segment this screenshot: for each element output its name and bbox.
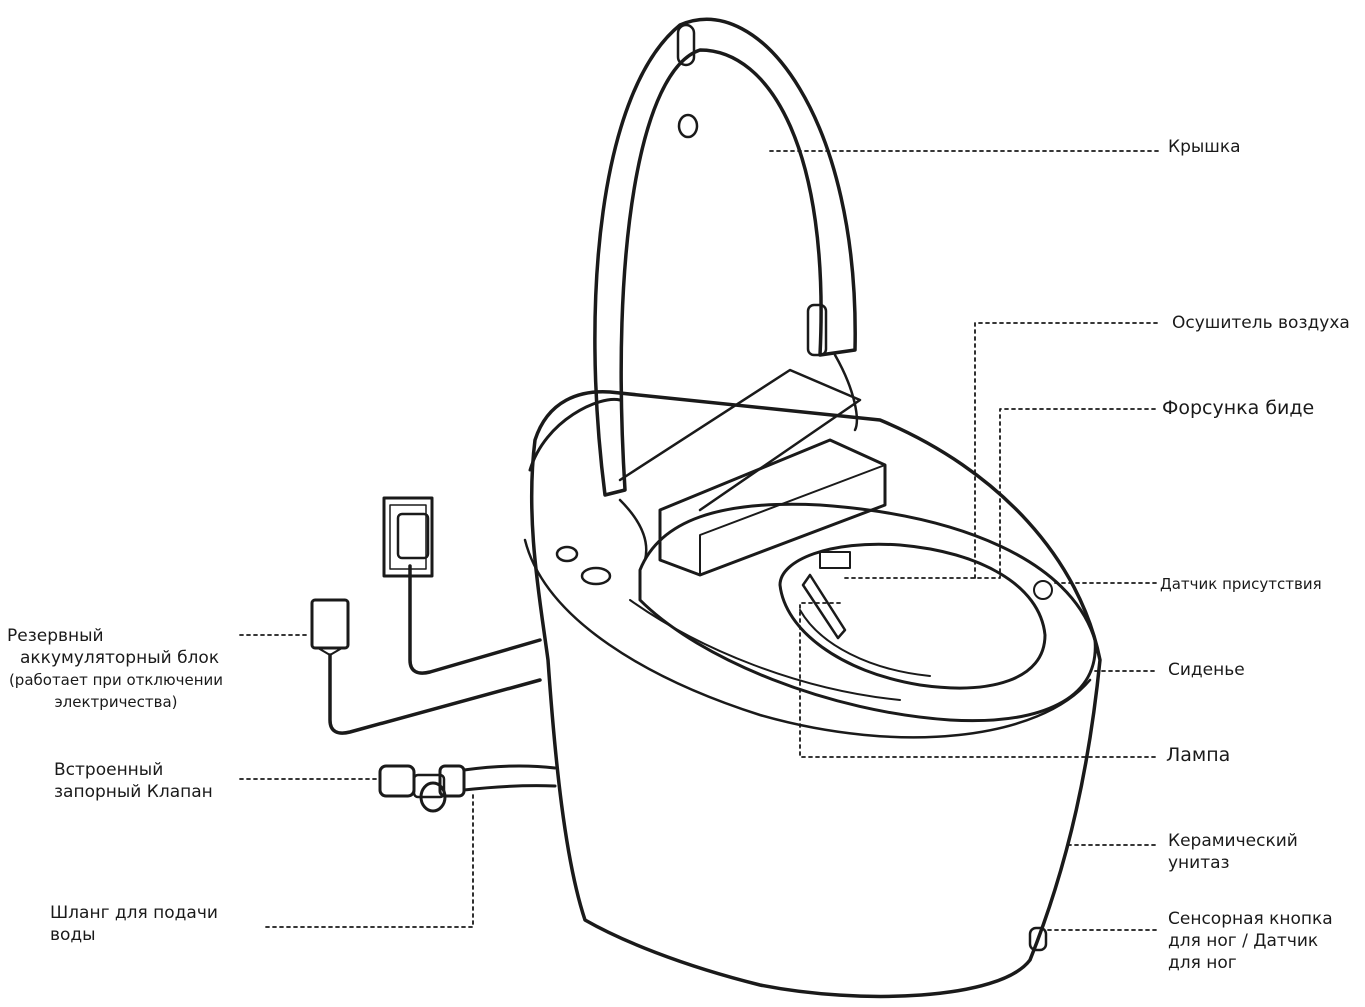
label-bidet-nozzle: Форсунка биде <box>1162 397 1315 419</box>
wall-socket <box>382 496 542 675</box>
seat-ring <box>638 502 1097 723</box>
label-hose-line: Шланг для подачи <box>50 903 218 923</box>
label-seat: Сиденье <box>1168 660 1245 680</box>
leader-bidet-nozzle <box>844 408 1159 579</box>
label-presence-sensor: Датчик присутствия <box>1160 575 1322 593</box>
label-battery-line: (работает при отключении <box>8 671 224 689</box>
shutoff-valve <box>378 764 557 813</box>
label-ceramic-line: унитаз <box>1168 853 1230 873</box>
label-valve-line: запорный Клапан <box>54 782 213 802</box>
leader-hose <box>261 794 474 928</box>
label-shutoff-valve: Встроенный запорный Клапан <box>54 759 213 803</box>
bidet-nozzle-shape <box>801 551 851 640</box>
label-battery-pack: Резервный аккумуляторный блок (работает … <box>0 625 232 713</box>
label-ceramic-toilet: Керамический унитаз <box>1168 830 1298 874</box>
label-lid: Крышка <box>1168 137 1241 157</box>
battery-pack <box>310 598 542 735</box>
label-valve-line: Встроенный <box>54 760 164 780</box>
label-air-dryer: Осушитель воздуха <box>1172 313 1350 333</box>
presence-sensor-icon <box>1033 580 1053 600</box>
label-battery-line: Резервный <box>7 626 104 646</box>
control-housing <box>528 368 887 586</box>
label-foot-line: для ног / Датчик <box>1168 931 1319 951</box>
label-battery-line: электричества) <box>54 693 178 711</box>
label-water-hose: Шланг для подачи воды <box>50 902 218 946</box>
leader-air-dryer <box>974 322 1159 579</box>
label-hose-line: воды <box>50 925 96 945</box>
leader-lamp <box>799 602 1159 758</box>
side-button-icon <box>555 545 579 563</box>
label-battery-line: аккумуляторный блок <box>20 648 220 668</box>
leader-lines <box>239 150 1159 931</box>
toilet-body <box>523 390 1102 999</box>
foot-sensor-icon <box>1028 926 1048 952</box>
toilet-lid <box>593 17 859 562</box>
label-foot-line: для ног <box>1168 953 1237 973</box>
label-foot-sensor: Сенсорная кнопка для ног / Датчик для но… <box>1168 908 1333 974</box>
label-foot-line: Сенсорная кнопка <box>1168 909 1333 929</box>
side-button-icon <box>580 566 612 586</box>
label-lamp: Лампа <box>1166 744 1231 766</box>
label-ceramic-line: Керамический <box>1168 831 1298 851</box>
